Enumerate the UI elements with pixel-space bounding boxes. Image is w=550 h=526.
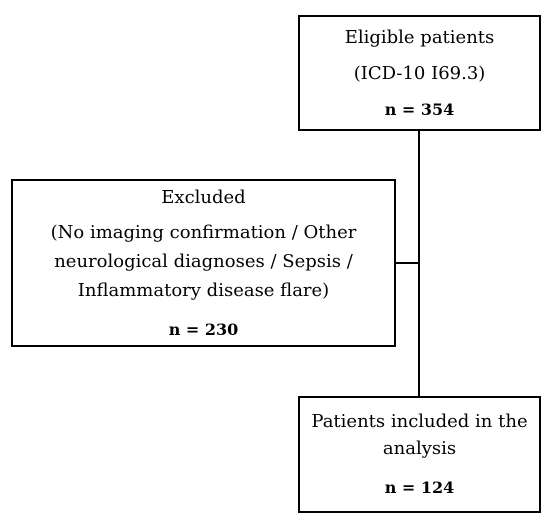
eligible-title: Eligible patients <box>344 27 495 48</box>
excluded-patients-box: Excluded (No imaging confirmation / Othe… <box>11 179 396 347</box>
included-patients-box: Patients included in the analysis n = 12… <box>298 396 541 513</box>
excluded-count: n = 230 <box>168 319 239 339</box>
excluded-reason-line-3: Inflammatory disease flare) <box>77 279 330 301</box>
included-title-line-2: analysis <box>382 438 457 459</box>
included-count: n = 124 <box>384 478 455 497</box>
included-title-line-1: Patients included in the <box>311 411 528 432</box>
eligible-subtitle: (ICD-10 I69.3) <box>353 63 486 84</box>
eligible-patients-box: Eligible patients (ICD-10 I69.3) n = 354 <box>298 15 541 131</box>
eligible-count: n = 354 <box>384 100 455 119</box>
excluded-reason-line-1: (No imaging confirmation / Other <box>50 221 357 243</box>
excluded-title: Excluded <box>161 186 246 208</box>
excluded-reason-line-2: neurological diagnoses / Sepsis / <box>54 250 353 272</box>
